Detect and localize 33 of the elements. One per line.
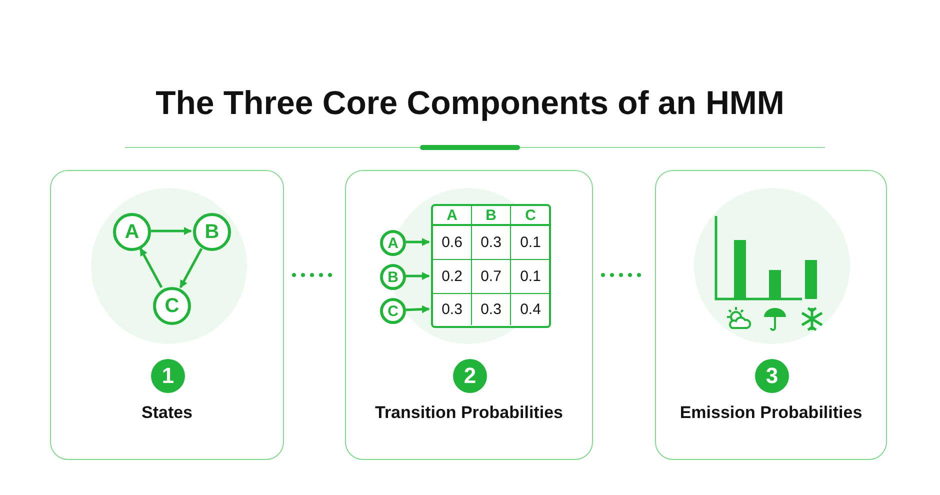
table-cell-text: 0.1 <box>519 233 542 253</box>
panel-label: States <box>140 403 194 423</box>
panel-label: Transition Probabilities <box>374 403 564 423</box>
panel-card <box>655 170 887 460</box>
panel-card <box>345 170 593 460</box>
state-circle: C <box>380 298 406 324</box>
column-header: B <box>472 206 511 226</box>
arrow <box>406 238 430 246</box>
title: The Three Core Components of an HMM <box>156 84 784 121</box>
arrow <box>406 272 430 280</box>
table-cell: 0.7 <box>472 260 511 293</box>
table-cell: 0.3 <box>472 226 511 259</box>
panel-label: Emission Probabilities <box>678 403 864 423</box>
arrow <box>179 248 203 288</box>
arrow <box>406 305 430 314</box>
number-badge: 1 <box>151 359 185 393</box>
table-cell: 0.3 <box>433 294 472 325</box>
number-badge: 3 <box>755 359 789 393</box>
table-cell-text: 0.4 <box>519 300 542 320</box>
arrow <box>151 227 192 235</box>
table-cell-text: 0.1 <box>519 267 542 287</box>
state-circle: B <box>380 264 406 290</box>
column-header: C <box>511 206 550 226</box>
panel-card <box>50 170 284 460</box>
table-row <box>433 226 549 260</box>
number-badge: 2 <box>453 359 487 393</box>
table-cell: 0.3 <box>472 294 511 325</box>
state-circle: A <box>380 230 406 256</box>
table-row <box>433 260 549 294</box>
table-cell: 0.6 <box>433 226 472 259</box>
table-cell: 0.2 <box>433 260 472 293</box>
arrow <box>139 248 163 288</box>
column-header: A <box>433 206 472 226</box>
